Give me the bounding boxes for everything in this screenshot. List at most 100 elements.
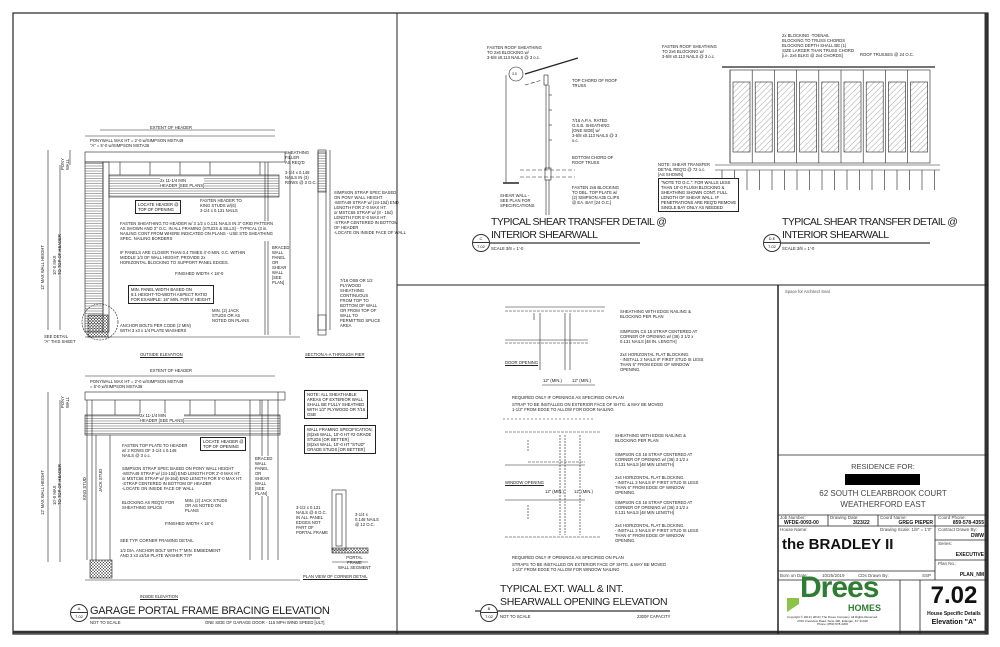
braced-wall-label-lower: BRACED WALL PANEL OR SHEAR WALL [SEE PLA… xyxy=(255,456,273,496)
corner-detail-drawing xyxy=(331,489,369,563)
ponywall-note: PONYWALL MAX HT = 2'-0 w/SIMPSON MSTA49 … xyxy=(90,138,184,148)
to-header-label: 10'-0 MAX TO TOP OF HEADER xyxy=(52,234,62,275)
bottom-chord-label: BOTTOM CHORD OF ROOF TRUSS xyxy=(572,155,614,165)
cds-drawn-label: CDs Drawn By: xyxy=(858,573,889,578)
coord-name-label: Coord Name: xyxy=(880,515,907,520)
sheet-number: 7.02 xyxy=(930,582,978,609)
born-on-label: Born on Date: xyxy=(780,573,808,578)
osb-sheathing-note: 7/16 A.P.A. RATED O.S.B. SHEATHING [ONE … xyxy=(572,118,618,143)
window-dim-2: 12" (MIN.) xyxy=(574,489,593,494)
sheathing-bay xyxy=(865,81,884,153)
door-bullet-2: STRAP TO BE INSTALLED ON EXTERIOR FACE O… xyxy=(512,402,664,412)
header-label: 2x 11-1/4 MIN HEADER [SEE PLANS] xyxy=(160,178,205,188)
lower-strap-note: SIMPSON STRAP SPEC BASED ON PONY WALL HE… xyxy=(122,466,243,491)
detail-b-capacity: 2300# CAPACITY xyxy=(637,614,671,619)
shear-transfer-note: NOTE: SHEAR TRANSFER DETAIL REQ'D @ 72 o… xyxy=(658,162,711,177)
sheathing-bay xyxy=(888,81,906,153)
to-header-label-lower: 10'-0 MAX TO TOP OF HEADER xyxy=(52,464,62,505)
note-oc-box: "NOTE TO O.C.": FOR WALLS LESS THAN 10'-… xyxy=(658,178,740,212)
detail-a-title: GARAGE PORTAL FRAME BRACING ELEVATION xyxy=(90,605,330,617)
window-bullet-2: STRAPS TO BE INSTALLED ON EXTERIOR FACE … xyxy=(512,562,667,572)
detail-b-drawing xyxy=(503,306,605,538)
shear-wall-note: SHEAR WALL - SEE PLAN FOR SPECIFICATIONS xyxy=(500,193,535,208)
sheathing-bay xyxy=(799,81,817,153)
sheathing-bay xyxy=(777,81,795,153)
sheathing-filler-label: SHEATHING FILLER AS REQ'D xyxy=(285,150,310,165)
architect-seal-space: Space for Architect Seal xyxy=(785,289,830,294)
sheathing-bay xyxy=(754,81,773,153)
fasten-roof-note-d: FASTEN ROOF SHEATHING TO 2x6 BLOCKING w/… xyxy=(662,44,717,59)
plan-no-value: PLAN_NM xyxy=(959,572,984,578)
house-name-value: the BRADLEY II xyxy=(782,536,894,553)
jack-studs-note-lower: MIN. (2) JACK STUDS OR AS NOTED ON PLANS xyxy=(185,498,228,513)
anchor-bolt-note: ANCHOR BOLTS PER CODE (2 MIN) WITH 3 x3 … xyxy=(120,323,191,333)
coord-name-value: GREG PIEPER xyxy=(898,520,933,526)
door-dim-1: 12" (MIN.) xyxy=(543,378,562,383)
address-line-1: 62 SOUTH CLEARBROOK COURT xyxy=(819,489,947,498)
door-sheathing-note: SHEATHING WITH EDGE NAILING & BLOCKING P… xyxy=(620,309,691,319)
drees-logo-homes: HOMES xyxy=(848,603,882,613)
door-dim-2: 12" (MIN.) xyxy=(572,378,591,383)
top-chord-label: TOP CHORD OF ROOF TRUSS xyxy=(572,78,618,88)
fasten-blocking-note: FASTEN 2x6 BLOCKING TO DBL. TOP PLATE w/… xyxy=(572,185,620,205)
copyright-text: Copyright © 2019 | 2019 | The Drees Comp… xyxy=(787,615,879,627)
blocking-note: BLOCKING AS REQ'D FOR SHEATHING SPLICE xyxy=(122,500,175,510)
header-label-lower: 2x 11-1/4 MIN HEADER [SEE PLANS] xyxy=(140,413,185,423)
detail-a-scale: NOT TO SCALE xyxy=(90,620,121,625)
outside-elevation-caption: OUTSIDE ELEVATION xyxy=(140,352,183,357)
detail-d-title: TYPICAL SHEAR TRANSFER DETAIL @ INTERIOR… xyxy=(782,216,958,241)
contract-drawn-value: DWW xyxy=(970,533,984,539)
section-aa-drawing xyxy=(317,149,331,336)
section-nails-label: 3-1/4 x 0.148 NAILS IN (3) ROWS @ 3 O.C. xyxy=(285,170,317,185)
anchor-bolt-note-lower: 1/2 DIA. ANCHOR BOLT WITH 7" MIN. EMBEDM… xyxy=(120,548,221,558)
braced-wall-label: BRACED WALL PANEL OR SHEAR WALL [SEE PLA… xyxy=(272,245,290,285)
window-strap-bottom-note: SIMPSON CS 16 STRAP CENTERED AT CORNER O… xyxy=(615,500,693,515)
detail-b-title: TYPICAL EXT. WALL & INT. SHEARWALL OPENI… xyxy=(500,583,668,608)
drees-logo-word: Drees xyxy=(800,571,879,604)
extent-header-label: EXTENT OF HEADER xyxy=(150,125,193,130)
detail-c-ref-bubble: 3.5 xyxy=(512,72,517,76)
sheathing-bay xyxy=(732,81,751,153)
portal-frame-label: PORTAL FRAME WALL SEGMENT xyxy=(338,555,371,570)
job-number-value: WFDE-0093-00 xyxy=(784,520,819,526)
title-underlines xyxy=(90,242,930,619)
sheet-border xyxy=(12,12,989,635)
residence-for-label: RESIDENCE FOR: xyxy=(851,462,915,471)
fasten-header-note: FASTEN HEADER TO KING STUDS w/(6) 3-1/4 … xyxy=(200,198,242,213)
elevation-label: Elevation "A" xyxy=(931,619,977,626)
pony-wall-label: PONY WALL xyxy=(60,158,70,170)
sheet-description: House Specific Details xyxy=(927,611,981,617)
window-dim-1: 12" (MIN.) xyxy=(545,489,564,494)
extent-header-label-lower: EXTENT OF HEADER xyxy=(150,368,193,373)
sheathable-note-box: NOTE: ALL SHEATHABLE AREAS OF EXTERIOR W… xyxy=(304,390,369,419)
window-strap-top-note: SIMPSON CS 16 STRAP CENTERED AT CORNER O… xyxy=(615,452,693,467)
king-stud-label: KING STUD xyxy=(82,477,87,500)
detail-c-title: TYPICAL SHEAR TRANSFER DETAIL @ INTERIOR… xyxy=(491,216,667,241)
series-label: Series: xyxy=(938,541,953,546)
coord-phone-label: Coord Phone: xyxy=(938,515,966,520)
detail-d-drawing xyxy=(715,66,940,190)
max-height-label: 12' MAX WALL HEIGHT xyxy=(40,245,45,290)
fasten-top-plate-note: FASTEN TOP PLATE TO HEADER w/ 2 ROWS OF … xyxy=(122,443,188,458)
detail-c-drawing xyxy=(503,57,579,215)
window-bullet-1: REQUIRED ONLY IF OPENINGS AS SPECIFIED O… xyxy=(512,555,624,560)
series-value: EXECUTIVE xyxy=(955,552,984,558)
door-blocking-note: 2x4 HORIZONTAL FLAT BLOCKING. - INSTALL … xyxy=(620,352,704,372)
pony-wall-label-lower: PONY WALL xyxy=(60,396,70,408)
sheathing-bay xyxy=(843,81,862,153)
fasten-roof-note: FASTEN ROOF SHEATHING TO 2x6 BLOCKING w/… xyxy=(487,45,542,60)
section-osb-note: 7/16 OSB OR 1/2 PLYWOOD SHEATHING CONTIN… xyxy=(340,278,381,328)
inside-elevation-caption: INSIDE ELEVATION xyxy=(140,594,179,599)
corner-nails-right: 3-1/4 x 0.148 NAILS @ 12 O.C. xyxy=(355,512,379,527)
address-line-2: WEATHERFORD EAST xyxy=(840,500,926,509)
drees-logo-mark xyxy=(787,598,799,612)
plan-no-label: Plan No.: xyxy=(938,561,957,566)
ponywall-note-lower: PONYWALL MAX HT = 2'-0 w/SIMPSON MSTA49 … xyxy=(90,379,184,389)
title-block-lines xyxy=(778,454,988,634)
min-panel-box: MIN. PANEL WIDTH BASED ON 6:1 HEIGHT-TO-… xyxy=(128,285,214,304)
wall-framing-spec-box: WALL FRAMING SPECIFICATION: (8)2x6 WALL,… xyxy=(304,425,376,454)
